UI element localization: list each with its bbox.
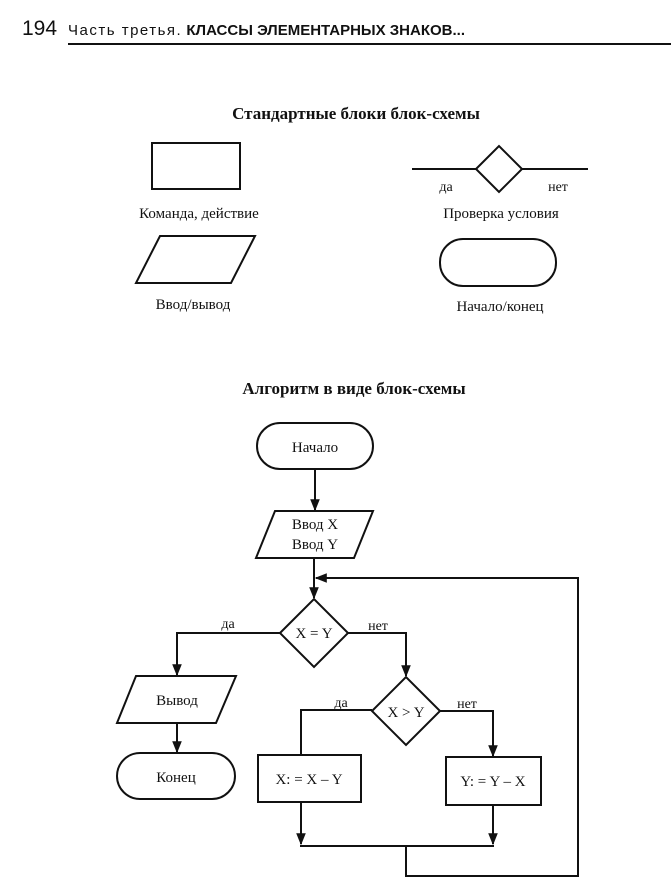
legend-terminal-label: Начало/конец [456,299,543,315]
cond2-yes-label: да [334,696,348,711]
cond1-no-label: нет [368,619,388,634]
output-label: Вывод [156,693,198,709]
cond1-label: X = Y [295,626,332,642]
legend-condition-yes: да [439,180,453,195]
arrow-cond2-no [440,710,498,758]
legend-title: Стандартные блоки блок-схемы [232,104,480,123]
header-rule [68,43,671,45]
legend-io-label: Ввод/вывод [156,297,231,313]
loop-back-line [314,573,579,877]
legend-io-shape [134,235,257,284]
end-terminal [116,752,236,800]
legend-condition-label: Проверка условия [443,206,559,222]
input-block [254,510,375,559]
input-x-label: Ввод X [292,517,338,533]
page-header: 194 Часть третья. КЛАССЫ ЭЛЕМЕНТАРНЫХ ЗН… [22,14,671,45]
start-label: Начало [292,440,338,456]
cond2-no-label: нет [457,697,477,712]
legend-command-shape [151,142,241,190]
arrow-cond1-yes [172,632,280,677]
assign-x-label: X: = X – Y [275,772,342,788]
cond1-yes-label: да [221,617,235,632]
arrow-cond1-no [348,632,411,678]
end-label: Конец [156,770,195,786]
running-head-part: Часть третья. [68,22,183,39]
legend-command-label: Команда, действие [139,206,259,222]
algorithm-title: Алгоритм в виде блок-схемы [242,379,465,398]
running-head-section: КЛАССЫ ЭЛЕМЕНТАРНЫХ ЗНАКОВ... [186,22,465,39]
input-y-label: Ввод Y [292,537,338,553]
running-head: Часть третья. КЛАССЫ ЭЛЕМЕНТАРНЫХ ЗНАКОВ… [68,22,465,39]
algorithm-section: Алгоритм в виде блок-схемы Начало Ввод X… [115,379,579,877]
page-number: 194 [22,17,58,40]
legend-condition-shape [412,144,588,194]
assign-y-label: Y: = Y – X [460,774,525,790]
arrow-cond2-yes [300,709,372,755]
assign-x-block [257,754,362,803]
legend-section: Стандартные блоки блок-схемы Команда, де… [134,104,588,315]
legend-condition-no: нет [548,180,568,195]
output-block [115,675,238,724]
cond2-label: X > Y [387,705,424,721]
legend-terminal-shape [439,238,557,287]
